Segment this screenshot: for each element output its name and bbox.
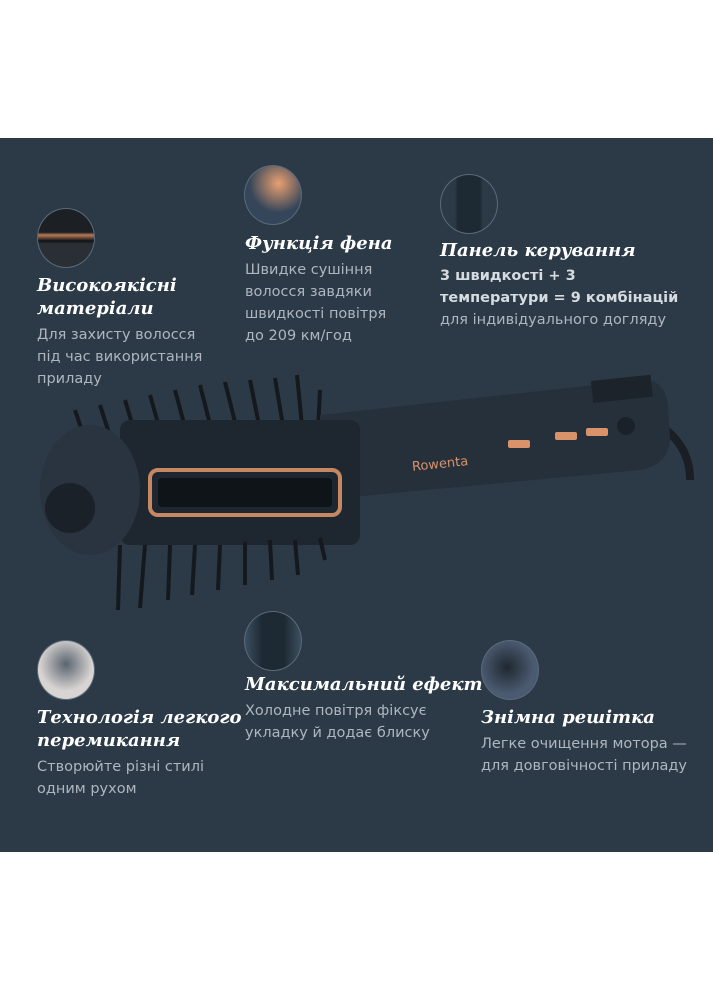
- easy-switch-hand-icon: [37, 640, 95, 700]
- feature-title: Знімна решітка: [481, 707, 655, 728]
- control-buttons: [508, 417, 635, 448]
- cool-shot-button-icon: [244, 611, 302, 671]
- control-panel-icon: [440, 174, 498, 234]
- knob: [45, 483, 95, 533]
- copper-window: [148, 468, 342, 517]
- handle: [320, 379, 670, 500]
- bristles-bottom: [116, 537, 327, 611]
- brush-bristles-icon: [37, 208, 95, 268]
- brand-logo: Rowenta: [411, 454, 469, 475]
- feature-description: Легке очищення мотора —для довговічності…: [481, 736, 687, 774]
- hair-styler-brush-image: Rowenta: [40, 374, 694, 611]
- removable-filter-icon: [481, 640, 539, 700]
- hair-dryer-airflow-icon: [244, 165, 302, 225]
- feature-title: Панель керування: [440, 240, 636, 261]
- feature-title: Функція фена: [245, 233, 393, 254]
- vent: [590, 374, 653, 403]
- feature-title: Максимальний ефект: [245, 674, 483, 695]
